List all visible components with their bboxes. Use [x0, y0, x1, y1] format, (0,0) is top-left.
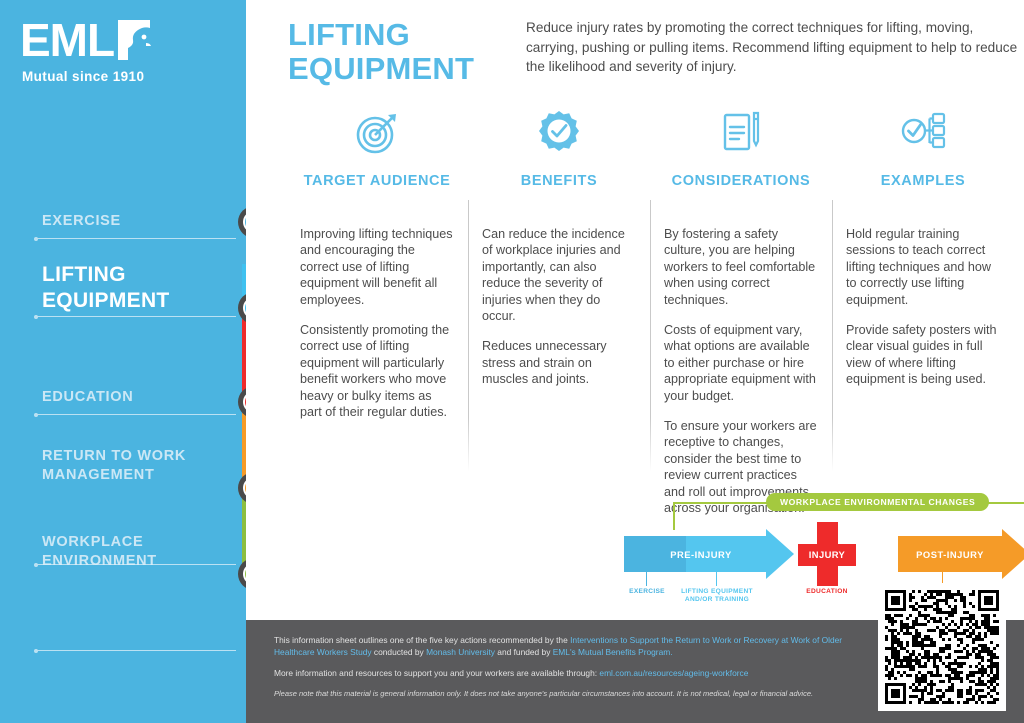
footer-text: This information sheet outlines one of t…	[274, 634, 864, 709]
column-benefits: BENEFITS Can reduce the incidence of wor…	[468, 104, 650, 504]
check-orgchart-icon	[846, 104, 1000, 162]
main-content: LIFTING EQUIPMENT Reduce injury rates by…	[246, 0, 1024, 620]
sidebar-connector-line	[34, 412, 236, 417]
eml-logo: EML Mutual since 1910	[20, 18, 200, 84]
sidebar-connector-line	[34, 648, 236, 653]
flow-stage-label: POST-INJURY	[916, 548, 984, 560]
column-body: Hold regular training sessions to teach …	[846, 226, 1000, 388]
column-paragraph: To ensure your workers are receptive to …	[664, 419, 817, 516]
flow-bracket-left-drop	[673, 502, 675, 530]
flow-stage-pre-injury: PRE-INJURY	[624, 529, 794, 579]
column-heading: EXAMPLES	[880, 173, 966, 189]
column-paragraph: Provide safety posters with clear visual…	[846, 323, 997, 387]
flow-tick-exercise	[646, 572, 648, 586]
footer-line-1: This information sheet outlines one of t…	[274, 634, 864, 658]
notepad-pen-icon	[664, 104, 818, 162]
footer-disclaimer: Please note that this material is genera…	[274, 689, 814, 698]
flow-stage-injury: INJURY	[798, 522, 856, 586]
sidebar-connector-line	[34, 314, 236, 319]
qr-code[interactable]	[878, 583, 1006, 711]
footer-text-segment: and funded by	[494, 647, 553, 657]
monash-university-link[interactable]: Monash University	[426, 647, 495, 657]
sidebar-item-label: LIFTING EQUIPMENT	[42, 263, 170, 312]
footer-text-segment: This information sheet outlines one of t…	[274, 635, 571, 645]
column-body: Improving lifting techniques and encoura…	[300, 226, 454, 420]
column-paragraph: Reduces unnecessary stress and strain on…	[482, 339, 607, 387]
flow-bracket-right	[966, 502, 1024, 504]
intro-text: Reduce injury rates by promoting the cor…	[526, 20, 1018, 74]
column-examples: EXAMPLES Hold regular training sessions …	[832, 104, 1014, 504]
column-body: Can reduce the incidence of workplace in…	[482, 226, 636, 388]
column-paragraph: Can reduce the incidence of workplace in…	[482, 227, 625, 324]
column-paragraph: Improving lifting techniques and encoura…	[300, 227, 453, 307]
flow-tick-rtw	[942, 572, 944, 586]
column-paragraph: Hold regular training sessions to teach …	[846, 227, 991, 307]
column-paragraph: Costs of equipment vary, what options ar…	[664, 323, 816, 403]
sidebar-item-label: EXERCISE	[42, 213, 121, 229]
flow-sublabel: EDUCATION	[806, 588, 848, 595]
column-heading: BENEFITS	[520, 173, 598, 189]
svg-text:EML: EML	[20, 18, 114, 66]
content-columns: TARGET AUDIENCE Improving lifting techni…	[286, 104, 1014, 515]
study-link[interactable]: Interventions to Support the Return to W…	[274, 635, 843, 657]
column-target-audience: TARGET AUDIENCE Improving lifting techni…	[286, 104, 468, 504]
mutual-benefits-link[interactable]: EML's Mutual Benefits Program.	[552, 647, 673, 657]
flow-tick-education	[826, 572, 828, 586]
footer-text-segment: More information and resources to suppor…	[274, 668, 600, 678]
qr-code-image	[885, 590, 999, 704]
flow-banner-workplace-changes: WORKPLACE ENVIRONMENTAL CHANGES	[766, 493, 990, 511]
flow-stage-label: PRE-INJURY	[670, 548, 732, 560]
sidebar-connector-line	[34, 562, 236, 567]
page-title: LIFTING EQUIPMENT	[288, 17, 475, 86]
column-considerations: CONSIDERATIONS By fostering a safety cul…	[650, 104, 832, 515]
target-icon	[300, 104, 454, 162]
flow-sublabel: EXERCISE	[629, 588, 665, 595]
eml-logo-mark: EML	[20, 18, 158, 66]
badge-check-icon	[482, 104, 636, 162]
column-paragraph: By fostering a safety culture, you are h…	[664, 227, 816, 307]
footer-text-segment: conducted by	[371, 647, 427, 657]
logo-tagline: Mutual since 1910	[22, 69, 145, 84]
flow-sublabel: LIFTING EQUIPMENT AND/OR TRAINING	[681, 588, 753, 604]
footer-line-2: More information and resources to suppor…	[274, 667, 864, 679]
resources-url-link[interactable]: eml.com.au/resources/ageing-workforce	[599, 668, 749, 678]
sidebar-item-label: WORKPLACE ENVIRONMENT	[42, 534, 157, 569]
column-heading: CONSIDERATIONS	[671, 173, 811, 189]
column-body: By fostering a safety culture, you are h…	[664, 226, 818, 517]
sidebar: EML Mutual since 1910 EXERCISE LIFTING E…	[0, 0, 270, 723]
sidebar-item-label: RETURN TO WORK MANAGEMENT	[42, 448, 187, 483]
sidebar-item-label: EDUCATION	[42, 389, 134, 405]
flow-stage-post-injury: POST-INJURY	[898, 529, 1024, 579]
flow-stage-label: INJURY	[808, 548, 846, 560]
flow-tick-lifting	[716, 572, 718, 586]
column-paragraph: Consistently promoting the correct use o…	[300, 323, 450, 420]
column-heading: TARGET AUDIENCE	[303, 173, 451, 189]
flow-bracket-left	[673, 502, 769, 504]
sidebar-connector-line	[34, 236, 236, 241]
header: LIFTING EQUIPMENT Reduce injury rates by…	[288, 17, 1017, 86]
